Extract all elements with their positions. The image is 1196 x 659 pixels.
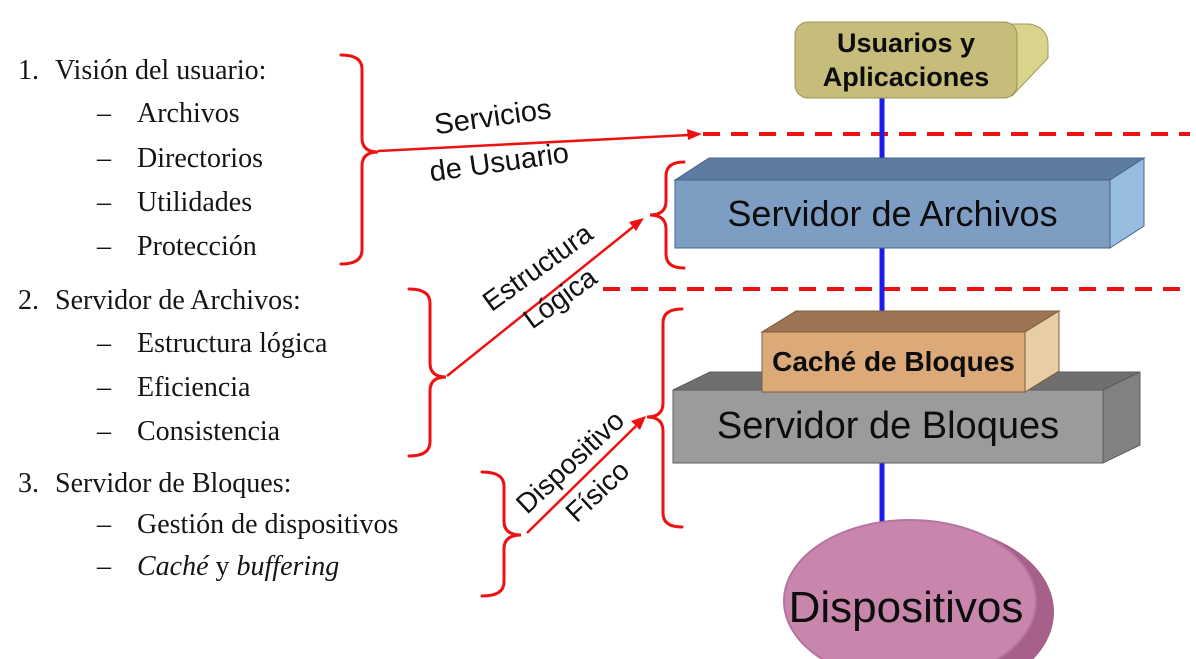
arrow-logical-structure [446, 218, 644, 377]
block-cache-box [760, 310, 1061, 393]
item-text: Protección [137, 231, 257, 262]
arrow-logical-structure-head [629, 218, 644, 231]
file-server-box [673, 157, 1146, 249]
section-1-number: 1. [18, 55, 39, 86]
item-dash: – [97, 328, 111, 359]
item-dash: – [97, 187, 111, 218]
arrow-user-services-shaft [377, 133, 690, 153]
item-text: Directorios [137, 143, 263, 174]
section-3-number: 3. [18, 468, 39, 499]
item-text-italic-buffering: buffering [236, 551, 340, 582]
item-dash: – [97, 372, 111, 403]
item-text: Estructura lógica [137, 328, 328, 359]
arrow-physical-device [526, 416, 646, 534]
devices-disc [783, 519, 1054, 659]
item-dash: – [97, 509, 111, 540]
arrow-user-services-head [687, 129, 702, 140]
block-cache-box-top [760, 310, 1061, 333]
item-text-regular-y: y [208, 551, 237, 582]
item-text: Utilidades [137, 187, 253, 218]
brace-block-stack [646, 307, 684, 529]
arrow-physical-device-head [631, 416, 646, 430]
file-server-box-top [673, 157, 1146, 181]
section-1-title: Visión del usuario: [55, 55, 267, 86]
section-2-number: 2. [18, 285, 39, 316]
item-text: Eficiencia [137, 372, 251, 403]
item-dash: – [97, 551, 111, 582]
brace-section-block-server [480, 470, 522, 598]
block-server-box-face [672, 389, 1104, 464]
item-text: Consistencia [137, 416, 281, 447]
file-server-box-face [674, 179, 1111, 249]
section-3-title: Servidor de Bloques: [55, 468, 292, 499]
item-text-italic-cache: Caché [137, 551, 209, 582]
item-dash: – [97, 231, 111, 262]
section-2-title: Servidor de Archivos: [55, 285, 301, 316]
brace-file-server-box [649, 160, 686, 270]
item-dash: – [97, 416, 111, 447]
item-text: Archivos [137, 98, 240, 129]
arrow-physical-device-shaft [526, 425, 637, 534]
users-applications-box-face [794, 21, 1018, 99]
item-dash: – [97, 143, 111, 174]
arrow-logical-structure-shaft [446, 226, 634, 377]
users-applications-box [794, 21, 1049, 99]
item-text: Gestión de dispositivos [137, 509, 399, 540]
brace-section-user-vision [339, 53, 379, 266]
item-text: Caché y buffering [137, 551, 339, 583]
arrow-user-services [377, 129, 702, 153]
item-dash: – [97, 98, 111, 129]
block-cache-box-face [761, 331, 1026, 393]
brace-section-file-server [407, 287, 447, 458]
devices-disc-face [783, 519, 1037, 659]
